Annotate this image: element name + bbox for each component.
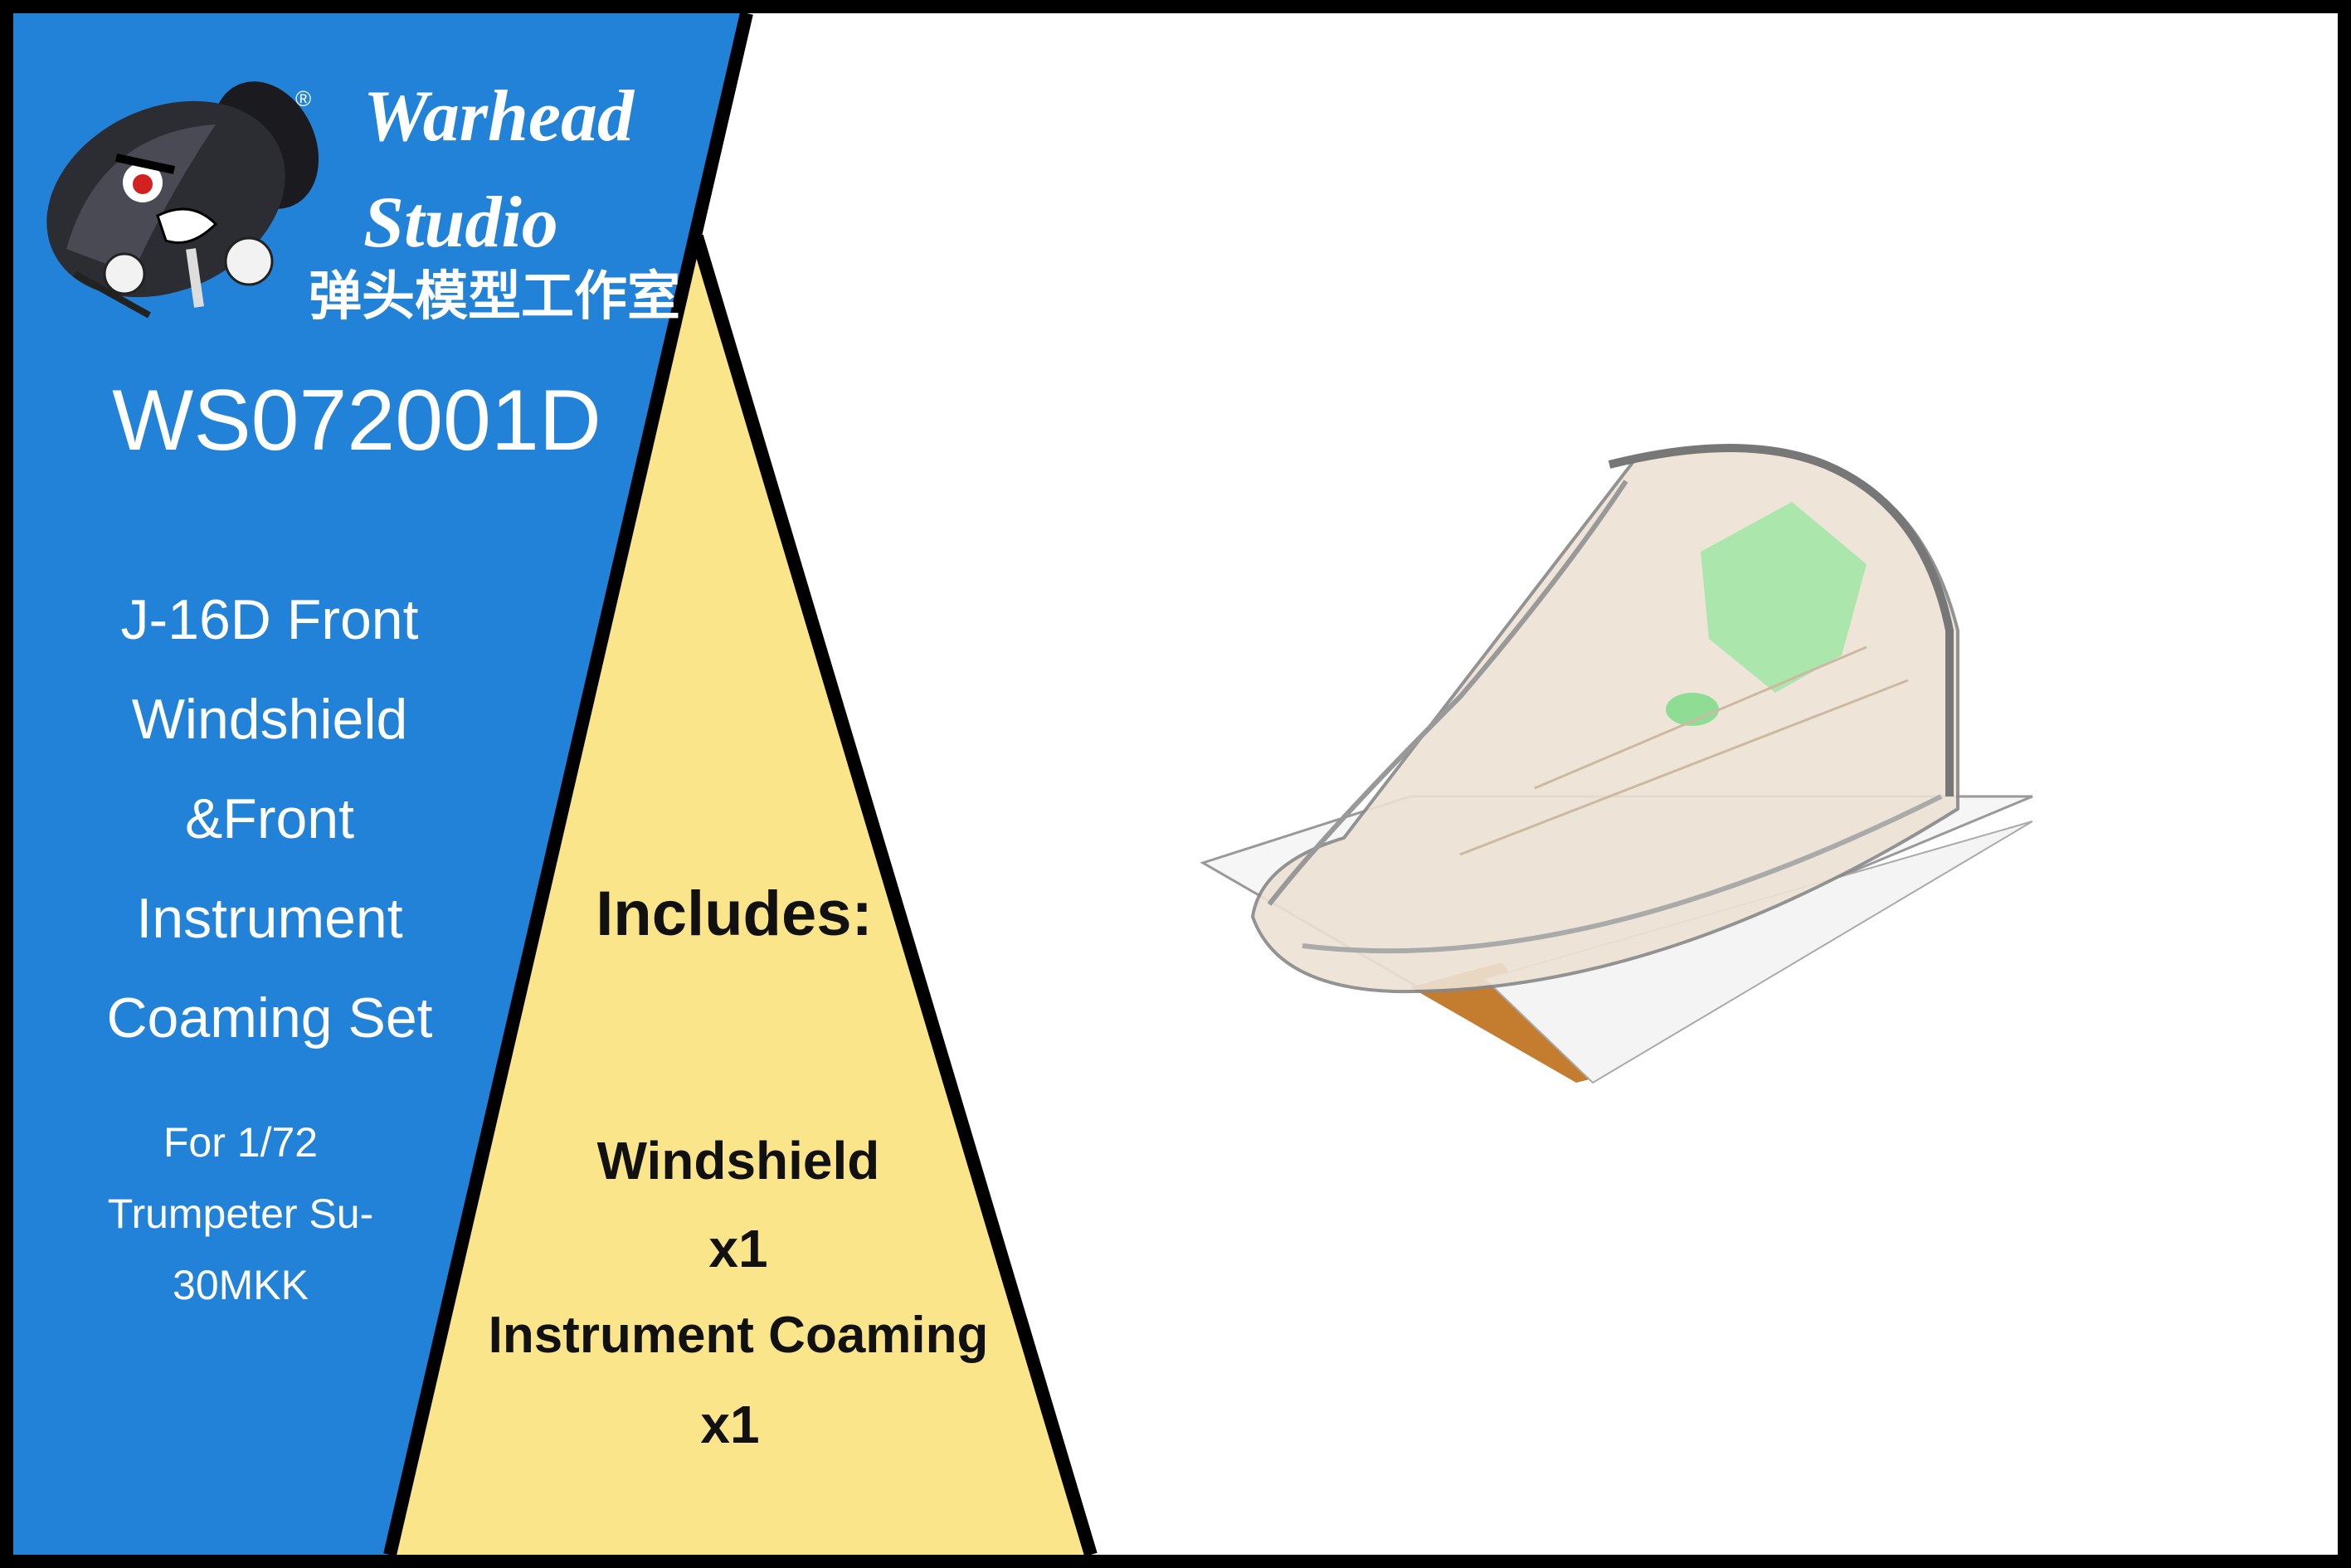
includes-item: x1 <box>708 1219 768 1278</box>
product-title-line: J-16D Front <box>120 588 419 651</box>
includes-item: Windshield <box>596 1131 880 1191</box>
compatibility-line: For 1/72 <box>163 1119 319 1166</box>
compatibility-line: Trumpeter Su- <box>107 1191 374 1237</box>
product-title-line: Instrument <box>136 887 403 950</box>
includes-item: x1 <box>700 1395 760 1454</box>
product-title-line: Windshield <box>131 688 408 751</box>
blue-panel <box>13 13 747 1555</box>
brand-name-line2: Studio <box>363 183 558 263</box>
registered-mark: ® <box>295 86 312 111</box>
product-title-line: Coaming Set <box>106 986 433 1049</box>
product-title-line: &Front <box>184 787 355 850</box>
warhead-mascot-logo <box>46 81 319 319</box>
product-code: WS072001D <box>112 373 601 469</box>
divider-line-left <box>383 12 753 1556</box>
divider-line-right <box>690 234 1098 1557</box>
windshield-render <box>1200 444 2033 1084</box>
yellow-panel <box>390 236 1091 1555</box>
brand-name-line1: Warhead <box>363 76 634 157</box>
brand-name-chinese: 弹头模型工作室 <box>309 266 680 328</box>
includes-heading: Includes: <box>596 879 873 949</box>
compatibility-line: 30MKK <box>173 1262 309 1308</box>
includes-item: Instrument Coaming <box>488 1307 989 1364</box>
